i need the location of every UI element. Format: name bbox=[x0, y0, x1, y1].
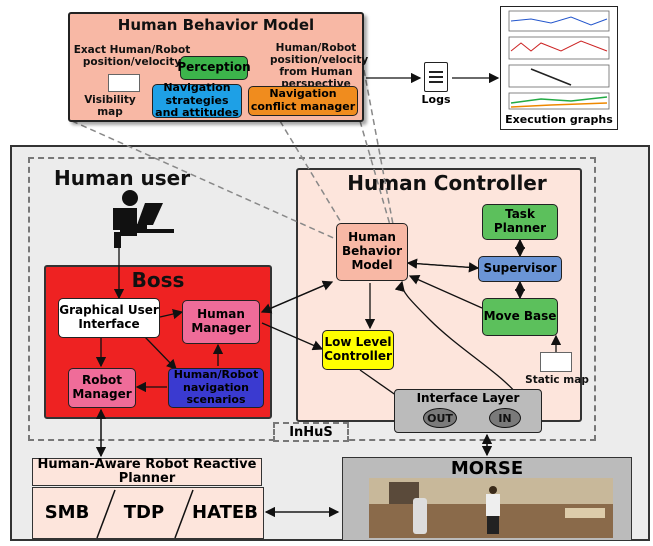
human-perspective-label: Human/Robot position/velocity from Human… bbox=[270, 42, 369, 91]
hbm-box: Human Behavior Model bbox=[336, 223, 408, 281]
human-user-title: Human user bbox=[54, 166, 191, 190]
morse-panel: MORSE bbox=[342, 457, 632, 541]
in-port: IN bbox=[489, 408, 521, 428]
nav-conflict-box: Navigation conflict manager bbox=[248, 86, 358, 116]
exact-position-label: Exact Human/Robot position/velocity bbox=[73, 44, 191, 69]
nav-strategies-box: Navigation strategies and attitudes bbox=[152, 81, 242, 119]
out-port: OUT bbox=[423, 408, 457, 428]
low-level-controller-box: Low Level Controller bbox=[322, 330, 394, 370]
robot-manager-box: Robot Manager bbox=[68, 368, 136, 408]
interface-layer: Interface Layer OUT IN bbox=[394, 389, 542, 433]
smb-label: SMB bbox=[44, 502, 90, 523]
visibility-map-image bbox=[108, 74, 140, 92]
boss-title: Boss bbox=[131, 268, 185, 292]
planner-title: Human-Aware Robot Reactive Planner bbox=[32, 458, 262, 486]
planner-dividers bbox=[96, 489, 194, 539]
interface-layer-title: Interface Layer bbox=[416, 391, 520, 405]
hbm-panel-title: Human Behavior Model bbox=[117, 16, 315, 34]
inhus-label: InHuS bbox=[273, 422, 349, 442]
logs-label: Logs bbox=[421, 93, 451, 106]
hateb-label: HATEB bbox=[192, 502, 258, 523]
static-map-image bbox=[540, 352, 572, 372]
execution-graphs-image: Execution graphs bbox=[500, 6, 618, 130]
logs-icon bbox=[424, 62, 448, 92]
hbm-panel: Human Behavior Model Exact Human/Robot p… bbox=[68, 12, 369, 122]
tdp-label: TDP bbox=[123, 502, 165, 523]
morse-title: MORSE bbox=[450, 458, 524, 479]
human-manager-box: Human Manager bbox=[182, 300, 260, 344]
perception-box: Perception bbox=[177, 56, 251, 80]
execution-graphs-plots bbox=[508, 10, 610, 110]
move-base-box: Move Base bbox=[482, 298, 558, 336]
visibility-map-label: Visibility map bbox=[84, 94, 136, 119]
supervisor-box: Supervisor bbox=[478, 256, 562, 282]
static-map-label: Static map bbox=[525, 374, 589, 386]
execution-graphs-label: Execution graphs bbox=[505, 113, 613, 126]
morse-simulation-image bbox=[369, 478, 613, 538]
planner-modules: SMB TDP HATEB bbox=[32, 487, 264, 539]
task-planner-box: Task Planner bbox=[482, 204, 558, 240]
scenarios-box: Human/Robot navigation scenarios bbox=[168, 368, 264, 408]
gui-box: Graphical User Interface bbox=[58, 298, 160, 338]
human-controller-title: Human Controller bbox=[347, 171, 547, 195]
